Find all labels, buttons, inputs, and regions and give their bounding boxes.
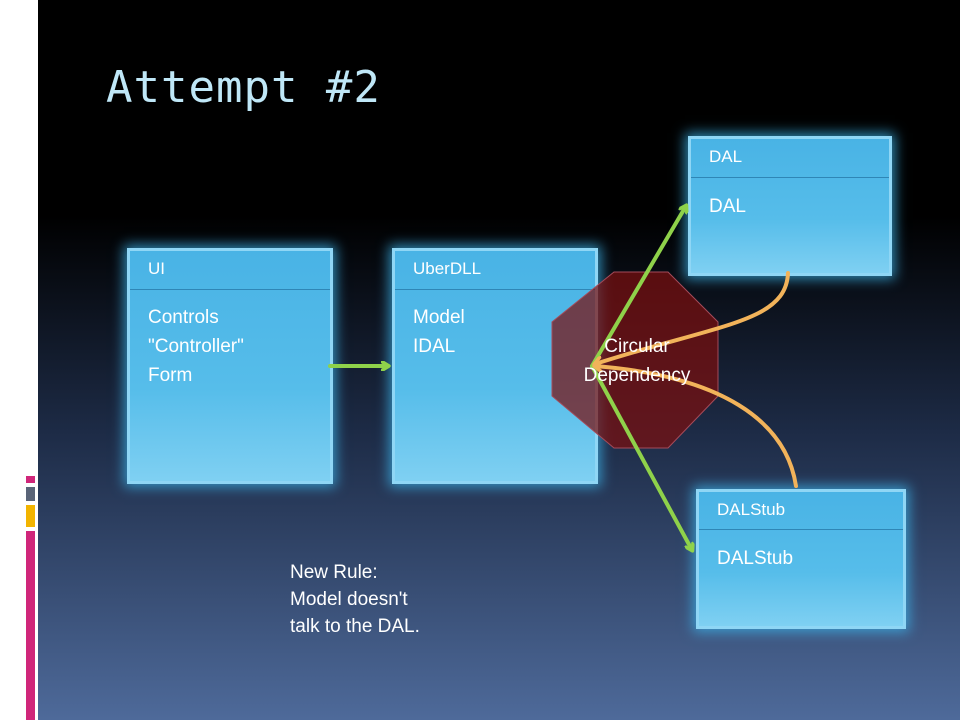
dal-box: DAL DAL [688, 136, 892, 276]
arrow-uberdll-to-dal [590, 206, 686, 368]
ui-box: UI Controls "Controller" Form [127, 248, 333, 484]
dal-box-body: DAL [709, 196, 746, 217]
slide-title: Attempt #2 [106, 62, 381, 113]
new-rule-note: New Rule: Model doesn't talk to the DAL. [290, 562, 420, 637]
accent-bar [26, 476, 35, 483]
dalstub-box: DALStub DALStub [696, 489, 906, 629]
dalstub-box-header: DALStub [699, 492, 903, 530]
accent-bar [26, 531, 35, 720]
circular-dependency-label: Circular Dependency [583, 336, 691, 386]
uberdll-box-header: UberDLL [395, 251, 595, 290]
arrow-dalstub-to-uberdll [595, 366, 798, 488]
dal-box-header: DAL [691, 139, 889, 178]
arrow-dal-to-uberdll [595, 271, 790, 364]
stop-octagon-shape [551, 271, 719, 449]
dalstub-box-body: DALStub [717, 548, 794, 569]
arrow-uberdll-to-dalstub [590, 364, 692, 550]
ui-box-header: UI [130, 251, 330, 290]
uberdll-box-body: Model IDAL [413, 307, 465, 357]
accent-bar [26, 505, 35, 527]
accent-bar [26, 487, 35, 501]
ui-box-body: Controls "Controller" Form [148, 307, 244, 386]
